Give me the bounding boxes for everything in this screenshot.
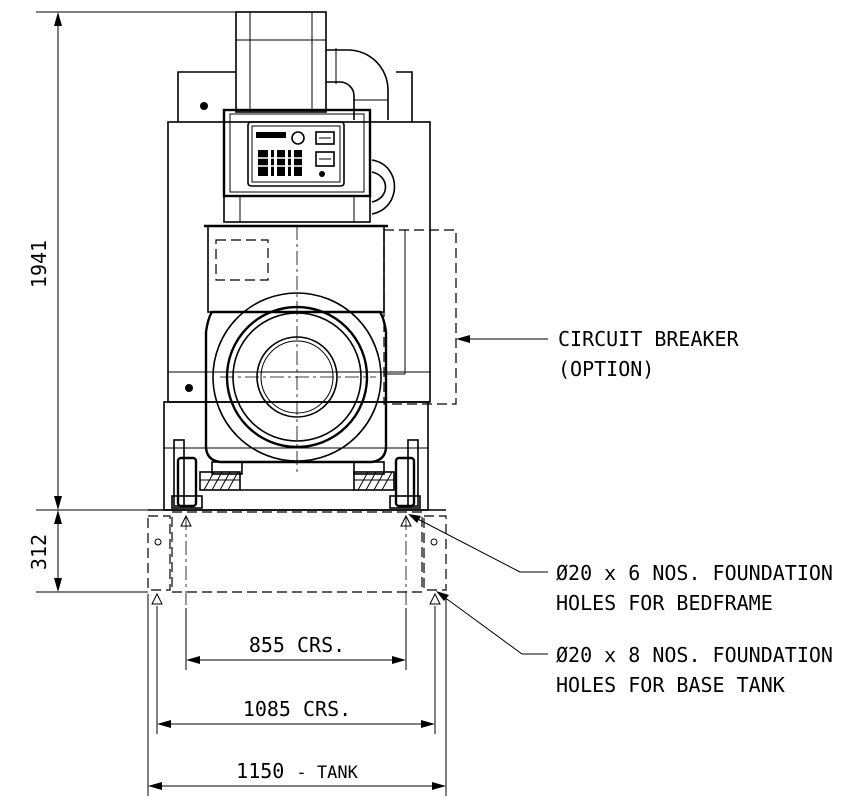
meters-icon	[258, 150, 302, 176]
leader-tank-holes	[436, 591, 548, 655]
leader-circuit-breaker	[456, 335, 548, 343]
gauge-icon	[291, 131, 305, 145]
terminal-box-outline	[215, 239, 269, 281]
dimension-bedframe-crs: 855 CRS.	[249, 633, 345, 657]
callout-bedframe-holes-line2: HOLES FOR BEDFRAME	[556, 591, 773, 615]
hole-marker-icon	[429, 592, 441, 605]
bolt-icon	[185, 384, 193, 392]
callout-circuit-breaker-line2: (OPTION)	[558, 357, 654, 381]
callout-tank-holes-line2: HOLES FOR BASE TANK	[556, 673, 785, 697]
breaker-switch-icon	[315, 151, 335, 167]
dimension-vertical	[36, 11, 236, 593]
hole-marker-icon	[151, 592, 163, 605]
hole-marker-icon	[400, 514, 412, 527]
dimension-tank-width: 1150 - TANK	[236, 759, 358, 783]
alternator	[204, 224, 388, 475]
dimension-horizontal	[147, 594, 447, 796]
callout-circuit-breaker-line1: CIRCUIT BREAKER	[558, 327, 740, 351]
dimension-tank-height: 312	[27, 534, 51, 570]
bolt-icon	[200, 102, 208, 110]
mount-left	[176, 456, 198, 508]
air-intake-duct	[235, 11, 327, 113]
dimension-tank-width-suffix: - TANK	[296, 763, 358, 783]
bed-frame	[163, 401, 429, 511]
callout-bedframe-holes-line1: Ø20 x 6 NOS. FOUNDATION	[556, 561, 833, 585]
mount-right	[394, 456, 416, 508]
key-switch-icon	[319, 171, 325, 177]
base-tank	[147, 509, 447, 630]
hole-marker-icon	[180, 514, 192, 527]
circuit-breaker-outline	[383, 229, 457, 405]
hatched-pad-right	[353, 471, 395, 491]
switch-icon	[315, 131, 335, 145]
leader-bedframe-holes	[408, 514, 548, 573]
hatched-pad-left	[199, 471, 241, 491]
dimension-tank-crs: 1085 CRS.	[243, 697, 351, 721]
dimension-overall-height: 1941	[27, 240, 51, 288]
dimension-tank-width-value: 1150	[236, 759, 284, 783]
control-panel	[222, 108, 372, 223]
display-icon	[256, 132, 286, 138]
callout-tank-holes-line1: Ø20 x 8 NOS. FOUNDATION	[556, 643, 833, 667]
exhaust-elbow	[326, 48, 396, 215]
